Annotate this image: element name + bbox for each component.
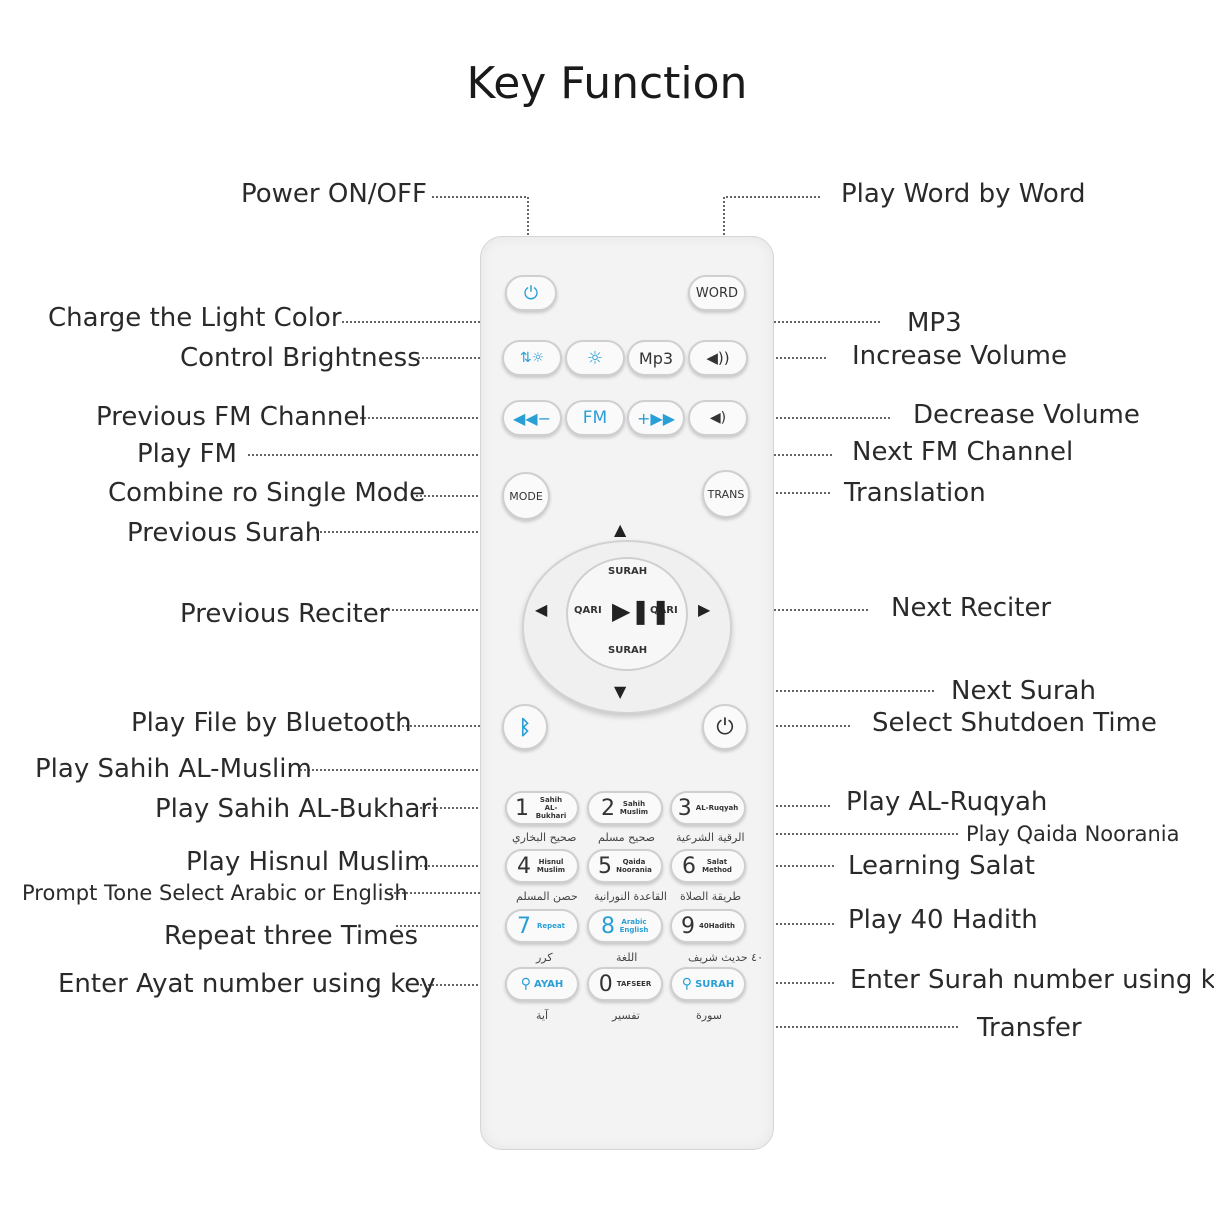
arabic-ayah: آية xyxy=(536,1009,549,1022)
shutdown-timer-button[interactable]: ⏻ xyxy=(702,704,748,750)
label-light-color: Charge the Light Color xyxy=(48,303,342,333)
fast-forward-icon: +▶▶ xyxy=(636,408,675,428)
label-surah-key: Enter Surah number using key xyxy=(850,965,1214,995)
rewind-icon: ◀◀− xyxy=(512,408,551,428)
ayah-button[interactable]: ⚲ AYAH xyxy=(505,967,579,1001)
arabic-bukhari: صحيح البخاري xyxy=(512,831,577,844)
key-3[interactable]: 3 AL-Ruqyah xyxy=(670,791,746,825)
label-prev-fm: Previous FM Channel xyxy=(96,402,367,432)
arabic-repeat: كرر xyxy=(536,951,553,964)
label-hadith: Play 40 Hadith xyxy=(848,905,1038,935)
power-timer-icon: ⏻ xyxy=(716,714,734,740)
surah-up-label: SURAH xyxy=(608,566,648,577)
label-prev-surah: Previous Surah xyxy=(127,518,322,548)
bluetooth-button[interactable]: ᛒ xyxy=(502,704,548,750)
key-2[interactable]: 2 Sahih Muslim xyxy=(587,791,663,825)
volume-up-button[interactable]: ◀)) xyxy=(688,340,748,376)
label-salat: Learning Salat xyxy=(848,851,1035,881)
arabic-language: اللغة xyxy=(616,951,638,964)
arabic-hadith: ٤٠ حديث شريف xyxy=(688,951,763,964)
label-word: Play Word by Word xyxy=(841,179,1086,209)
qari-right-label: QARI xyxy=(650,605,678,616)
mp3-button[interactable]: Mp3 xyxy=(627,340,685,376)
label-next-reciter: Next Reciter xyxy=(891,593,1052,623)
surah-button[interactable]: ⚲ SURAH xyxy=(670,967,746,1001)
bluetooth-icon: ᛒ xyxy=(519,715,531,739)
arabic-tafseer: تفسير xyxy=(612,1009,640,1022)
label-shutdown: Select Shutdoen Time xyxy=(872,708,1157,738)
arrow-up-icon[interactable]: ▲ xyxy=(614,520,627,539)
power-icon: ⏻ xyxy=(523,282,539,304)
label-bukhari: Play Sahih AL-Bukhari xyxy=(155,794,439,824)
arabic-muslim: صحيح مسلم xyxy=(598,831,656,844)
brightness-icon: ⇅☼ xyxy=(519,350,545,366)
label-hisnul: Play Hisnul Muslim xyxy=(186,847,430,877)
arrow-left-icon[interactable]: ◀ xyxy=(535,600,548,619)
key-7[interactable]: 7 Repeat xyxy=(505,909,579,943)
bulb-icon: ☼ xyxy=(586,347,604,369)
label-vol-down: Decrease Volume xyxy=(913,400,1140,430)
label-prev-reciter: Previous Reciter xyxy=(180,599,390,629)
surah-down-label: SURAH xyxy=(608,645,648,656)
arabic-salat: طريقة الصلاة xyxy=(680,890,742,903)
volume-up-icon: ◀)) xyxy=(706,349,730,367)
play-pause-button[interactable] xyxy=(566,557,688,671)
label-power: Power ON/OFF xyxy=(241,179,427,209)
label-bluetooth: Play File by Bluetooth xyxy=(131,708,412,738)
fm-button[interactable]: FM xyxy=(565,400,625,436)
mode-button[interactable]: MODE xyxy=(502,472,550,520)
label-mp3: MP3 xyxy=(907,308,962,338)
label-vol-up: Increase Volume xyxy=(852,341,1067,371)
next-fm-button[interactable]: +▶▶ xyxy=(627,400,685,436)
label-muslim: Play Sahih AL-Muslim xyxy=(35,754,312,784)
arrow-right-icon[interactable]: ▶ xyxy=(698,600,711,619)
search-icon: ⚲ xyxy=(520,976,532,992)
label-next-surah: Next Surah xyxy=(951,676,1096,706)
key-0[interactable]: 0 TAFSEER xyxy=(587,967,663,1001)
label-play-fm: Play FM xyxy=(137,439,237,469)
label-next-fm: Next FM Channel xyxy=(852,437,1074,467)
word-button[interactable]: WORD xyxy=(688,275,746,311)
label-ayat: Enter Ayat number using key xyxy=(58,969,436,999)
label-ruqyah: Play AL-Ruqyah xyxy=(846,787,1048,817)
arrow-down-icon[interactable]: ▼ xyxy=(614,682,627,701)
label-trans: Translation xyxy=(844,478,986,508)
page-title: Key Function xyxy=(466,58,748,109)
key-8[interactable]: 8 Arabic English xyxy=(587,909,663,943)
key-5[interactable]: 5 Qaida Noorania xyxy=(587,849,663,883)
label-transfer: Transfer xyxy=(977,1013,1082,1043)
trans-button[interactable]: TRANS xyxy=(702,470,750,518)
arabic-surah: سورة xyxy=(696,1009,722,1022)
qari-left-label: QARI xyxy=(574,605,602,616)
brightness-button[interactable]: ⇅☼ xyxy=(502,340,562,376)
key-6[interactable]: 6 Salat Method xyxy=(670,849,746,883)
light-color-button[interactable]: ☼ xyxy=(565,340,625,376)
label-mode: Combine ro Single Mode xyxy=(108,478,426,508)
play-pause-icon: ▶❚❚ xyxy=(612,597,671,625)
power-button[interactable]: ⏻ xyxy=(505,275,557,311)
arabic-hisnul: حصن المسلم xyxy=(516,890,578,903)
arabic-ruqyah: الرقية الشرعية xyxy=(676,831,745,844)
label-repeat: Repeat three Times xyxy=(164,921,419,951)
prev-fm-button[interactable]: ◀◀− xyxy=(502,400,562,436)
label-brightness: Control Brightness xyxy=(180,343,421,373)
volume-down-button[interactable]: ◀) xyxy=(688,400,748,436)
label-qaida: Play Qaida Noorania xyxy=(966,822,1180,846)
key-9[interactable]: 9 40Hadith xyxy=(670,909,746,943)
label-prompt: Prompt Tone Select Arabic or English xyxy=(22,881,408,905)
volume-down-icon: ◀) xyxy=(709,410,727,426)
key-1[interactable]: 1 Sahih AL-Bukhari xyxy=(505,791,579,825)
search-icon: ⚲ xyxy=(681,976,693,992)
key-4[interactable]: 4 Hisnul Muslim xyxy=(505,849,579,883)
arabic-qaida: القاعدة النورانية xyxy=(594,890,667,903)
